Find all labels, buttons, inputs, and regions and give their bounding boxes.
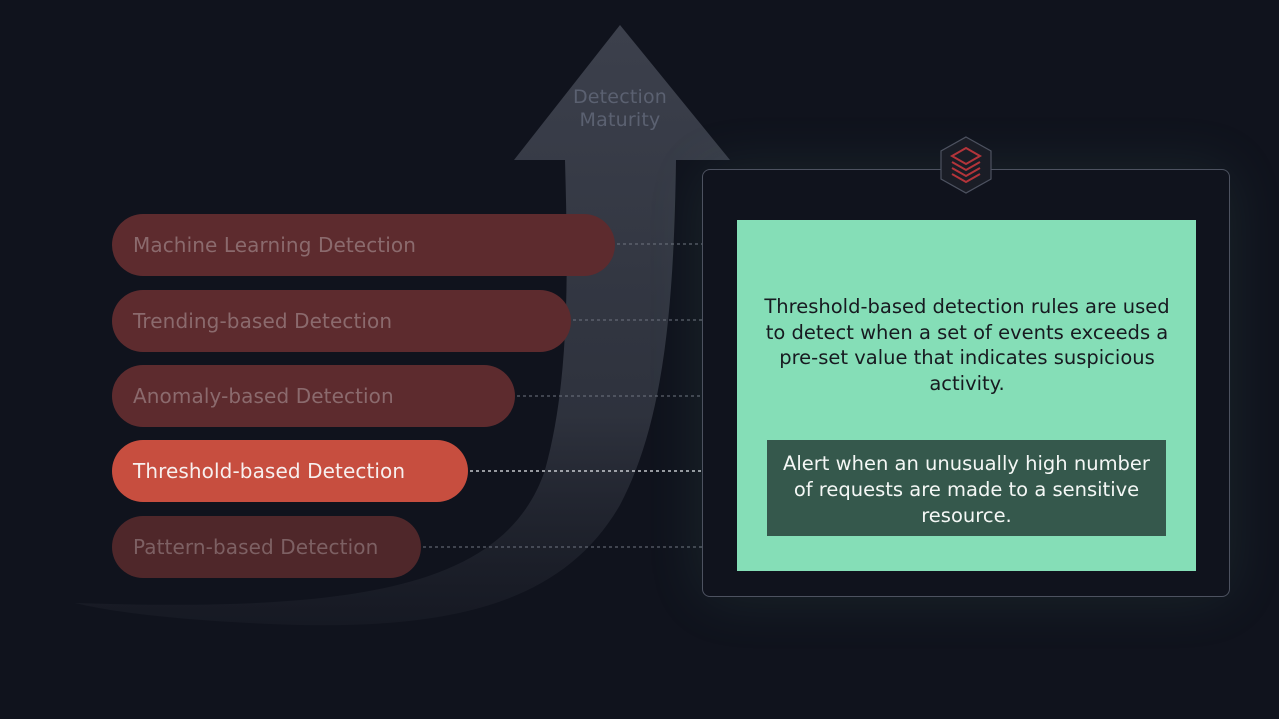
level-pattern-based-detection[interactable]: Pattern-based Detection <box>112 516 421 578</box>
level-label: Trending-based Detection <box>133 309 393 333</box>
arrow-label: Detection Maturity <box>550 86 690 132</box>
level-label: Anomaly-based Detection <box>133 384 394 408</box>
level-machine-learning-detection[interactable]: Machine Learning Detection <box>112 214 615 276</box>
level-label: Machine Learning Detection <box>133 233 417 257</box>
layers-stack-icon <box>940 136 992 194</box>
level-label: Threshold-based Detection <box>133 459 406 483</box>
level-label: Pattern-based Detection <box>133 535 379 559</box>
detail-description: Threshold-based detection rules are used… <box>764 295 1170 395</box>
detail-example: Alert when an unusually high number of r… <box>767 440 1166 536</box>
arrow-label-line2: Maturity <box>579 109 661 131</box>
detail-card: Threshold-based detection rules are used… <box>737 220 1196 571</box>
level-threshold-based-detection[interactable]: Threshold-based Detection <box>112 440 468 502</box>
arrow-label-line1: Detection <box>572 86 668 108</box>
detail-example-text: Alert when an unusually high number of r… <box>783 452 1150 527</box>
level-trending-based-detection[interactable]: Trending-based Detection <box>112 290 571 352</box>
arrow-body <box>75 25 730 626</box>
level-anomaly-based-detection[interactable]: Anomaly-based Detection <box>112 365 515 427</box>
